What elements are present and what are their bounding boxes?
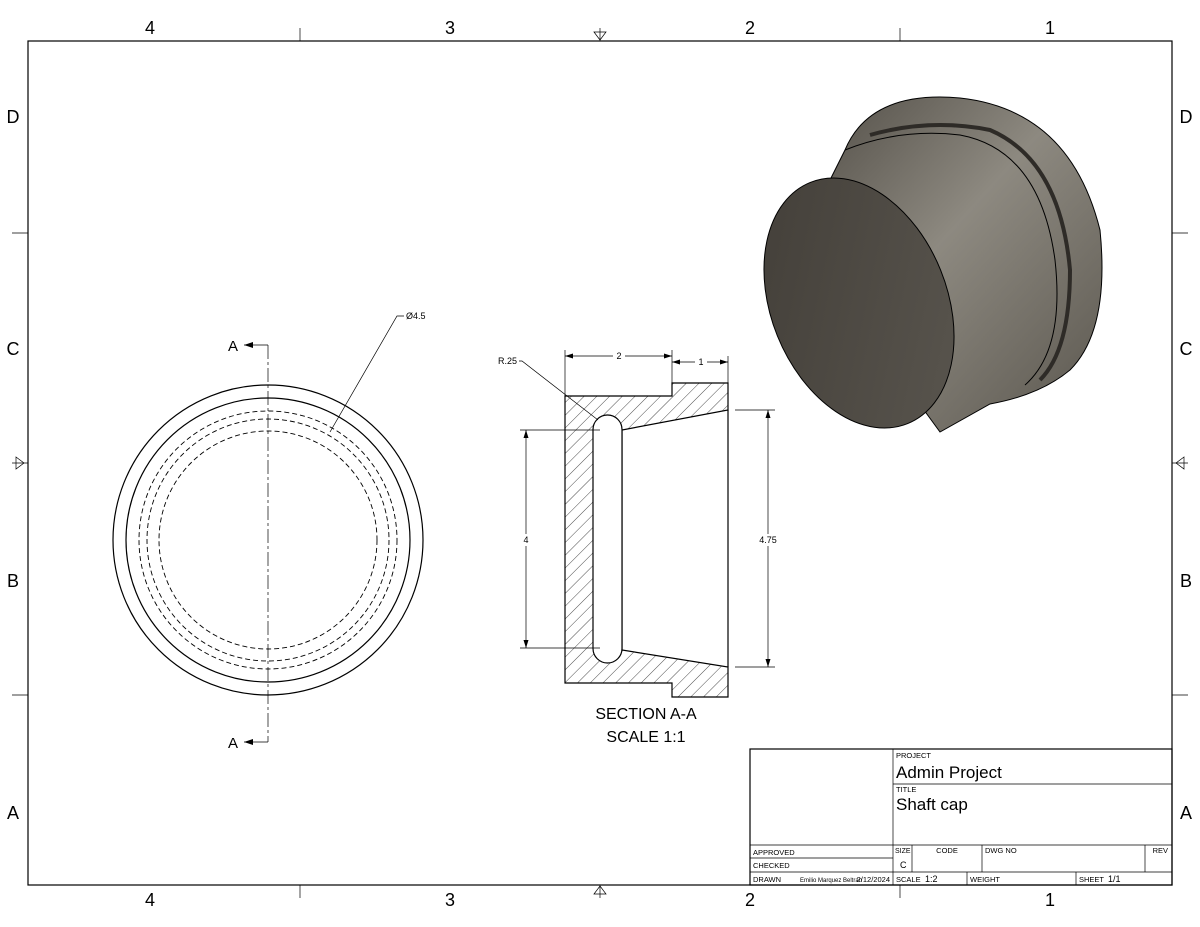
approved-label: APPROVED <box>753 848 795 857</box>
weight-label: WEIGHT <box>970 875 1000 884</box>
zone-row-left: C <box>7 339 20 359</box>
title-label: TITLE <box>896 785 916 794</box>
front-view: A A Ø4.5 <box>112 311 426 752</box>
zone-col-bottom: 1 <box>1045 890 1055 910</box>
code-label: CODE <box>936 846 958 855</box>
zone-row-left: D <box>7 107 20 127</box>
dwg-no-label: DWG NO <box>985 846 1017 855</box>
zone-row-right: A <box>1180 803 1192 823</box>
sheet-value: 1/1 <box>1108 874 1121 884</box>
zone-row-left: B <box>7 571 19 591</box>
zone-col-top: 4 <box>145 18 155 38</box>
section-view: 2 1 4 4.75 R.25 SECTION A-A SCALE 1:1 <box>498 350 779 746</box>
zone-col-top: 3 <box>445 18 455 38</box>
zone-col-bottom: 4 <box>145 890 155 910</box>
zone-row-right: C <box>1180 339 1193 359</box>
sheet-label: SHEET <box>1079 875 1104 884</box>
outer-height-dimension: 4.75 <box>759 535 777 545</box>
size-value: C <box>900 860 907 870</box>
size-label: SIZE <box>895 848 911 855</box>
diameter-dimension: Ø4.5 <box>406 311 426 321</box>
checked-label: CHECKED <box>753 861 790 870</box>
zone-markers: 4 3 2 1 4 3 2 1 D C B A D C B A <box>7 18 1193 910</box>
scale-value: 1:2 <box>925 874 938 884</box>
scale-label: SCALE <box>896 875 921 884</box>
section-caption: SECTION A-A <box>595 706 697 723</box>
zone-col-bottom: 3 <box>445 890 455 910</box>
section-scale: SCALE 1:1 <box>606 729 685 746</box>
zone-row-left: A <box>7 803 19 823</box>
isometric-model-view <box>763 96 1103 433</box>
width-dimension: 2 <box>616 351 621 361</box>
step-dimension: 1 <box>698 357 703 367</box>
zone-col-bottom: 2 <box>745 890 755 910</box>
section-label-top: A <box>228 338 238 355</box>
drawn-label: DRAWN <box>753 875 781 884</box>
drawn-date: 2/12/2024 <box>857 875 890 884</box>
zone-row-right: B <box>1180 571 1192 591</box>
rev-label: REV <box>1153 846 1168 855</box>
zone-row-right: D <box>1180 107 1193 127</box>
title-block: PROJECT Admin Project TITLE Shaft cap AP… <box>749 748 1173 886</box>
radius-dimension: R.25 <box>498 356 517 366</box>
inner-height-dimension: 4 <box>523 535 528 545</box>
zone-col-top: 2 <box>745 18 755 38</box>
drawing-title: Shaft cap <box>896 795 968 814</box>
section-label-bottom: A <box>228 735 238 752</box>
drawn-by: Emilio Marquez Beltran <box>800 878 862 884</box>
project-label: PROJECT <box>896 751 931 760</box>
project-name: Admin Project <box>896 763 1002 782</box>
zone-col-top: 1 <box>1045 18 1055 38</box>
